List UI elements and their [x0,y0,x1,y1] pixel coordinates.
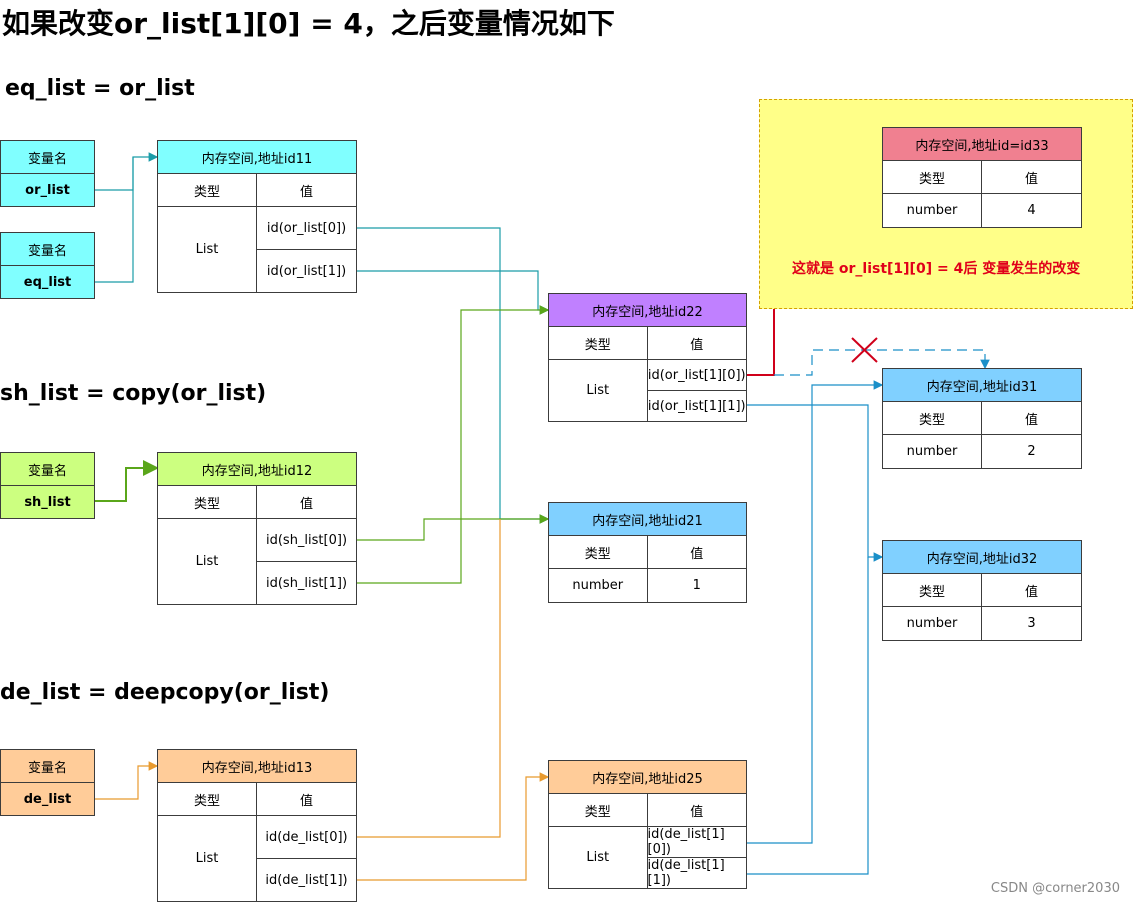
var-header: 变量名 [1,141,94,174]
type-label: 类型 [158,783,257,815]
memory-header: 内存空间,地址id13 [158,750,356,783]
item-ref: id(or_list[0]) [266,220,347,236]
change-note: 这就是 or_list[1][0] = 4后 变量发生的改变 [792,261,1081,277]
var-name-sh-list: sh_list [24,495,71,510]
value-label: 值 [690,804,704,820]
item-ref: id(sh_list[0]) [265,532,348,548]
memory-box-id33: 内存空间,地址id=id33 类型 值 number 4 [882,127,1082,228]
wire-de1-to-id25 [356,772,550,881]
value-label: 值 [299,793,313,809]
type-list: List [158,519,257,604]
memory-box-id32: 内存空间,地址id32 类型 值 number 3 [882,540,1082,641]
type-label: 类型 [158,486,257,518]
value-label: 值 [690,337,704,353]
value-label: 值 [299,496,313,512]
memory-box-id11: 内存空间,地址id11 类型 值 List id(or_list[0]) id(… [157,140,357,293]
memory-header: 内存空间,地址id11 [158,141,356,174]
memory-header: 内存空间,地址id21 [549,503,746,536]
memory-box-id12: 内存空间,地址id12 类型 值 List id(sh_list[0]) id(… [157,452,357,605]
type-list: List [158,207,257,292]
eq-heading: eq_list = or_list [5,76,195,101]
var-box-or-list: 变量名 or_list [0,140,95,207]
memory-header: 内存空间,地址id12 [158,453,356,486]
cross-mark-icon [851,337,878,363]
memory-header: 内存空间,地址id32 [883,541,1081,574]
type-list: List [549,827,648,888]
type-label: 类型 [883,161,982,193]
memory-header: 内存空间,地址id22 [549,294,746,327]
wire-eq-to-id11 [95,157,134,283]
var-name-or-list: or_list [25,183,70,198]
memory-box-id21: 内存空间,地址id21 类型 值 number 1 [548,502,747,603]
var-box-sh-list: 变量名 sh_list [0,452,95,519]
watermark: CSDN @corner2030 [990,881,1120,896]
memory-box-id31: 内存空间,地址id31 类型 值 number 2 [882,368,1082,469]
wire-sh0-to-id21 [356,514,550,541]
memory-header: 内存空间,地址id=id33 [883,128,1081,161]
var-header: 变量名 [1,233,94,266]
wire-or11-to-id32 [746,404,884,562]
type-number: number [883,435,982,468]
value-label: 值 [1024,412,1038,428]
wire-de-to-id13 [95,761,159,800]
type-label: 类型 [549,794,648,826]
memory-header: 内存空间,地址id25 [549,761,746,794]
wire-sh1-to-id22 [356,305,550,584]
wire-sh-to-id12 [95,460,159,502]
number-value: 2 [1027,444,1036,459]
item-ref: id(de_list[1][1]) [647,857,746,888]
var-name-de-list: de_list [23,792,72,807]
var-header: 变量名 [1,750,94,783]
wire-or0-to-id21 [356,227,550,524]
item-ref: id(or_list[1][0]) [647,367,746,383]
type-label: 类型 [883,402,982,434]
number-value: 3 [1027,616,1036,631]
wire-or1-to-id22 [356,270,550,315]
type-number: number [883,194,982,227]
number-value: 1 [692,578,701,593]
wire-de11-to-id32 [746,557,869,875]
type-number: number [549,569,648,602]
var-box-eq-list: 变量名 eq_list [0,232,95,299]
sh-heading: sh_list = copy(or_list) [0,381,267,406]
item-ref: id(or_list[1][1]) [647,390,746,421]
type-label: 类型 [549,327,648,359]
value-label: 值 [299,184,313,200]
memory-header: 内存空间,地址id31 [883,369,1081,402]
wire-de10-to-id31 [746,380,884,844]
type-label: 类型 [549,536,648,568]
number-value: 4 [1027,203,1036,218]
item-ref: id(sh_list[1]) [257,561,356,604]
type-label: 类型 [158,174,257,206]
item-ref: id(de_list[1][0]) [647,827,725,857]
main-heading: 如果改变or_list[1][0] = 4，之后变量情况如下 [2,7,615,40]
type-label: 类型 [883,574,982,606]
var-box-de-list: 变量名 de_list [0,749,95,816]
type-list: List [549,360,648,421]
item-ref: id(or_list[1]) [257,249,356,292]
var-header: 变量名 [1,453,94,486]
value-label: 值 [1024,584,1038,600]
type-list: List [158,816,257,901]
value-label: 值 [1024,171,1038,187]
item-ref: id(de_list[1]) [257,858,356,901]
wire-or-to-id11 [95,152,159,191]
memory-box-id25: 内存空间,地址id25 类型 值 List id(de_list[1][0]) … [548,760,747,889]
value-label: 值 [690,546,704,562]
wire-de0-to-id21 [356,519,501,838]
type-number: number [883,607,982,640]
memory-box-id13: 内存空间,地址id13 类型 值 List id(de_list[0]) id(… [157,749,357,902]
memory-box-id22: 内存空间,地址id22 类型 值 List id(or_list[1][0]) … [548,293,747,422]
var-name-eq-list: eq_list [23,275,72,290]
item-ref: id(de_list[0]) [265,829,348,845]
de-heading: de_list = deepcopy(or_list) [0,680,330,705]
